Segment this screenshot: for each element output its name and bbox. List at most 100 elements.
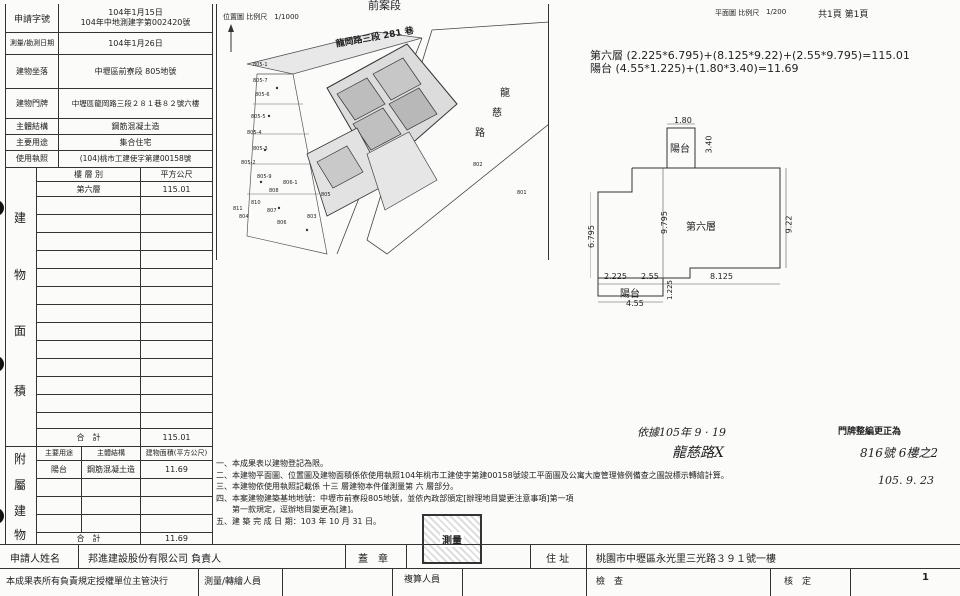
info-table: 申請字號 104年1月15日 104年中地測建字第002420號 測量/勘測日期… bbox=[5, 4, 213, 545]
main-label-char-3: 面 bbox=[14, 324, 27, 338]
surveyor-label: 測量/轉繪人員 bbox=[204, 577, 262, 587]
stamp-text: 門牌整編更正為 bbox=[838, 427, 902, 437]
main-total-label: 合 計 bbox=[76, 432, 101, 442]
parcel-label: 807 bbox=[267, 208, 277, 214]
dim-top-balcony-width: 1.80 bbox=[674, 116, 692, 125]
page-scale-value: 1/200 bbox=[766, 8, 787, 16]
note-4: 四、本案建物建築基地地號：中壢市前寮段805地號，並依內政部頒定[辦理地目變更注… bbox=[216, 493, 574, 503]
location-map-drawing bbox=[228, 21, 549, 255]
area-calc-line1: 第六層 (2.225*6.795)+(8.125*9.22)+(2.55*9.7… bbox=[590, 49, 910, 62]
label-structure: 主體結構 bbox=[16, 121, 48, 131]
dim-bottom-balcony-height: 1.225 bbox=[666, 279, 675, 301]
top-balcony-label: 陽台 bbox=[670, 144, 690, 155]
annex-header-use: 主要用途 bbox=[45, 449, 73, 457]
note-2: 二、本建物平面圖、位置圖及建物面積係依使用執照104年桃市工建使字第建00158… bbox=[216, 470, 729, 480]
annex-label-char-2: 屬 bbox=[14, 478, 27, 492]
parcel-label: 805-6 bbox=[255, 92, 270, 98]
label-main-use: 主要用途 bbox=[16, 137, 48, 147]
parcel-label: 805 bbox=[321, 192, 331, 198]
annex-use: 陽台 bbox=[51, 464, 67, 474]
handwritten-road-name: 龍慈路X bbox=[672, 445, 724, 461]
dim-seg2: 2.55 bbox=[641, 272, 659, 281]
annex-header-structure: 主體結構 bbox=[97, 449, 125, 457]
footer-bottom-left: 本成果表所有負責規定授權單位主管決行 bbox=[6, 577, 169, 587]
parcel-label: 810 bbox=[251, 200, 261, 206]
label-application-no: 申請字號 bbox=[13, 14, 50, 25]
value-structure: 鋼筋混凝土造 bbox=[111, 121, 160, 131]
checker-label: 複算人員 bbox=[404, 575, 441, 585]
main-total-value: 115.01 bbox=[162, 432, 191, 442]
stamp-date: 依據105年 9 · 19 bbox=[637, 426, 726, 439]
annex-header-area: 建物面積(平方公尺) bbox=[145, 449, 208, 457]
page-count: 共1頁 第1頁 bbox=[818, 10, 869, 20]
parcel-label: 805-4 bbox=[247, 130, 262, 136]
dim-left-height: 6.795 bbox=[586, 225, 596, 248]
location-map: 位置圖 比例尺 1/1000 龍岡路三段 281 巷 龍 慈 路 805-1 8… bbox=[216, 4, 549, 260]
binder-mark-1 bbox=[0, 200, 4, 216]
annex-area: 11.69 bbox=[165, 464, 188, 474]
annex-label-char-3: 建 bbox=[14, 504, 27, 518]
note-6: 五、建 築 完 成 日 期：103 年 10 月 31 日。 bbox=[216, 516, 382, 526]
dim-right-height: 9.22 bbox=[784, 215, 794, 234]
parcel-label: 805-1 bbox=[253, 62, 268, 68]
road2-char-3: 路 bbox=[475, 128, 485, 139]
parcel-label: 805-5 bbox=[251, 114, 266, 120]
parcel-label: 806 bbox=[277, 220, 287, 226]
address-value: 桃園市中壢區永光里三光路３９１號一樓 bbox=[596, 554, 776, 565]
applicant-label: 申請人姓名 bbox=[10, 554, 60, 565]
parcel-label: 805-9 bbox=[257, 174, 272, 180]
page-number: 1 bbox=[922, 572, 929, 583]
parcel-label: 805-2 bbox=[241, 160, 256, 166]
floor-plan-drawing bbox=[590, 123, 787, 303]
seal-text: 測量 bbox=[440, 531, 464, 547]
floor-name: 第六層 bbox=[76, 184, 101, 194]
handwritten-house-no: 816號 6樓之2 bbox=[860, 446, 938, 460]
road2-char-1: 龍 bbox=[500, 88, 510, 99]
parcel-label: 806-1 bbox=[283, 180, 298, 186]
dim-bottom-balcony-width: 4.55 bbox=[626, 299, 644, 308]
parcel-label: 811 bbox=[233, 206, 243, 212]
main-label-char-1: 建 bbox=[14, 211, 27, 225]
note-5: 第一款規定，逕辦地目變更為[建]。 bbox=[216, 505, 359, 514]
label-survey-date: 測量/勘測日期 bbox=[9, 39, 55, 47]
label-door-plate: 建物門牌 bbox=[16, 98, 48, 108]
value-main-use: 集合住宅 bbox=[119, 137, 152, 147]
parcel-label: 805-7 bbox=[253, 78, 268, 84]
handwritten-date: 105. 9. 23 bbox=[878, 474, 934, 487]
annex-total-value: 11.69 bbox=[165, 533, 188, 543]
annex-label-char-4: 物 bbox=[14, 528, 27, 542]
bottom-balcony-label: 陽台 bbox=[620, 289, 640, 300]
note-1: 一、本成果表以建物登記為限。 bbox=[216, 459, 328, 468]
parcel-label: 803 bbox=[307, 214, 317, 220]
binder-mark-2 bbox=[0, 356, 4, 372]
main-floor-label: 第六層 bbox=[686, 222, 716, 233]
annex-total-label: 合 計 bbox=[76, 533, 101, 543]
dim-mid-height: 9.795 bbox=[659, 211, 669, 234]
value-application-no: 104年中地測建字第002420號 bbox=[80, 18, 191, 27]
value-use-license: (104)桃市工建使字第建00158號 bbox=[79, 154, 192, 163]
dim-top-balcony-height: 3.40 bbox=[704, 135, 714, 154]
approve-label: 核 定 bbox=[784, 577, 812, 587]
notes-block: 一、本成果表以建物登記為限。 二、本建物平面圖、位置圖及建物面積係依使用執照10… bbox=[216, 458, 856, 527]
value-building-location: 中壢區前寮段 805地號 bbox=[94, 66, 177, 76]
footer: 申請人姓名 邦進建設股份有限公司 負責人 蓋 章 住 址 桃園市中壢區永光里三光… bbox=[0, 544, 960, 596]
label-use-license: 使用執照 bbox=[16, 154, 48, 163]
parcel-label: 805-3 bbox=[253, 146, 268, 152]
parcel-label: 804 bbox=[239, 214, 249, 220]
official-seal: 測量 bbox=[422, 514, 482, 564]
dim-seg1: 2.225 bbox=[604, 272, 627, 281]
annex-label-char-1: 附 bbox=[14, 452, 27, 466]
seal-label: 蓋 章 bbox=[358, 554, 388, 565]
annex-structure: 鋼筋混凝土造 bbox=[87, 464, 135, 474]
dim-seg3: 8.125 bbox=[710, 272, 733, 281]
parcel-label: 808 bbox=[269, 188, 279, 194]
header-title-fragment: 前案段 bbox=[368, 0, 401, 12]
label-building-location: 建物坐落 bbox=[16, 66, 48, 76]
area-col-header: 平方公尺 bbox=[160, 169, 193, 179]
inspector-label: 檢 查 bbox=[596, 577, 624, 587]
main-label-char-2: 物 bbox=[14, 268, 27, 282]
parcel-label: 802 bbox=[473, 162, 483, 168]
road2-char-2: 慈 bbox=[492, 108, 502, 119]
binder-mark-3 bbox=[0, 508, 4, 524]
value-application-date: 104年1月15日 bbox=[108, 8, 163, 17]
